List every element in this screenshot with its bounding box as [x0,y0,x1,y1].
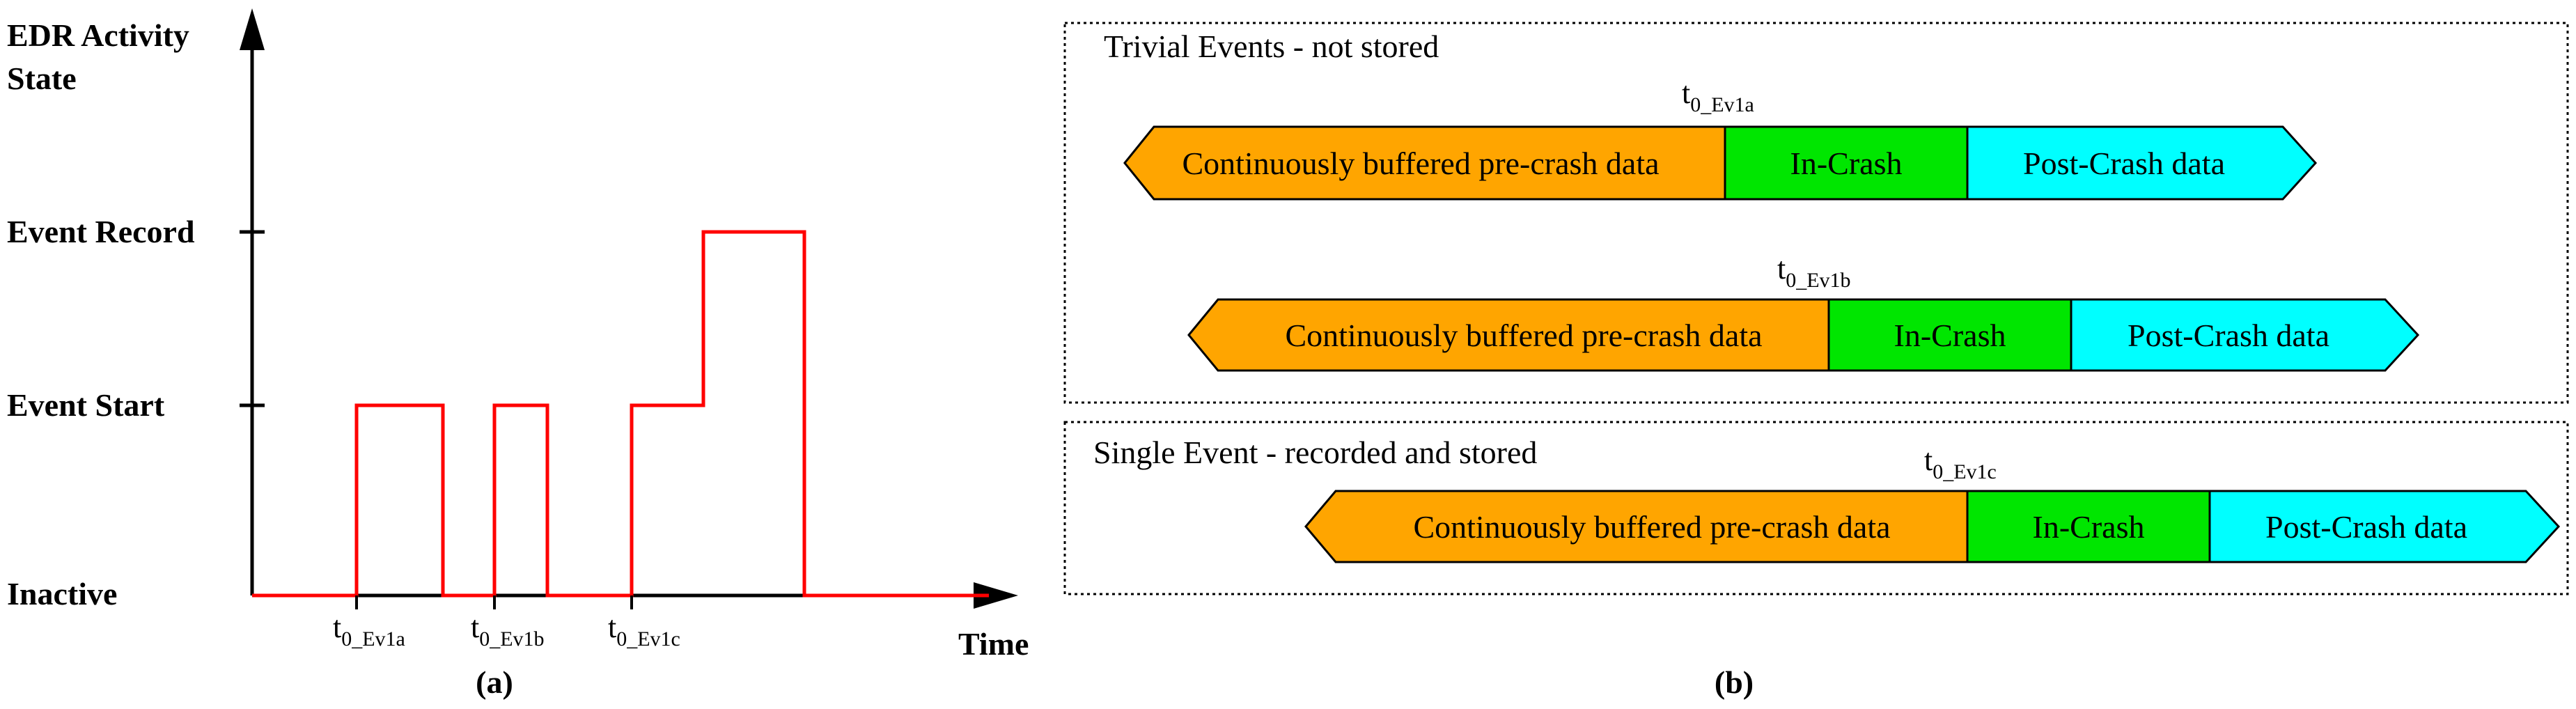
post-crash-segment [2070,298,2420,372]
post-crash-label: Post-Crash data [2128,318,2329,353]
single-event-title: Single Event - recorded and stored [1093,435,1537,470]
in-crash-segment [1724,125,1969,201]
x-axis-label: Time [958,626,1029,662]
in-crash-segment [1827,298,2072,372]
post-crash-label: Post-Crash data [2023,146,2225,181]
time-marker-ev1a-b: t0_Ev1a [1682,76,1754,116]
panel-b: Trivial Events - not stored Single Event… [1063,22,2569,700]
in-crash-label: In-Crash [1894,318,2006,353]
time-marker-ev1c-b: t0_Ev1c [1924,443,1997,483]
in-crash-label: In-Crash [1790,146,1903,181]
y-axis-label-line2: State [7,61,77,96]
pre-crash-label: Continuously buffered pre-crash data [1413,509,1890,545]
panel-a: EDR Activity State Event Record Event St… [7,8,1029,700]
single-event-box [1063,421,2569,595]
y-axis-label-line1: EDR Activity [7,17,189,53]
y-axis-arrowhead [240,8,265,50]
x-axis-arrowhead [974,582,1018,609]
in-crash-label: In-Crash [2033,509,2145,545]
event-bar-ev1b: Continuously buffered pre-crash data In-… [1187,251,2420,372]
time-marker-ev1c: t0_Ev1c [608,610,680,650]
event-bar-ev1a: Continuously buffered pre-crash data In-… [1123,76,2318,201]
time-marker-ev1b-b: t0_Ev1b [1777,251,1851,292]
trivial-events-box [1063,22,2569,404]
post-crash-segment [1966,125,2318,201]
caption-b: (b) [1715,664,1754,700]
caption-a: (a) [476,664,513,700]
state-label-inactive: Inactive [7,576,117,611]
trivial-events-title: Trivial Events - not stored [1104,29,1439,64]
state-label-event-start: Event Start [7,387,165,423]
time-marker-ev1b: t0_Ev1b [471,610,545,650]
post-crash-segment [2208,490,2561,563]
state-label-event-record: Event Record [7,214,195,249]
post-crash-label: Post-Crash data [2265,509,2467,545]
pre-crash-label: Continuously buffered pre-crash data [1182,146,1659,181]
time-marker-ev1a: t0_Ev1a [333,610,405,650]
pre-crash-label: Continuously buffered pre-crash data [1285,318,1762,353]
event-bar-ev1c: Continuously buffered pre-crash data In-… [1304,443,2561,563]
activity-signal [252,230,989,598]
